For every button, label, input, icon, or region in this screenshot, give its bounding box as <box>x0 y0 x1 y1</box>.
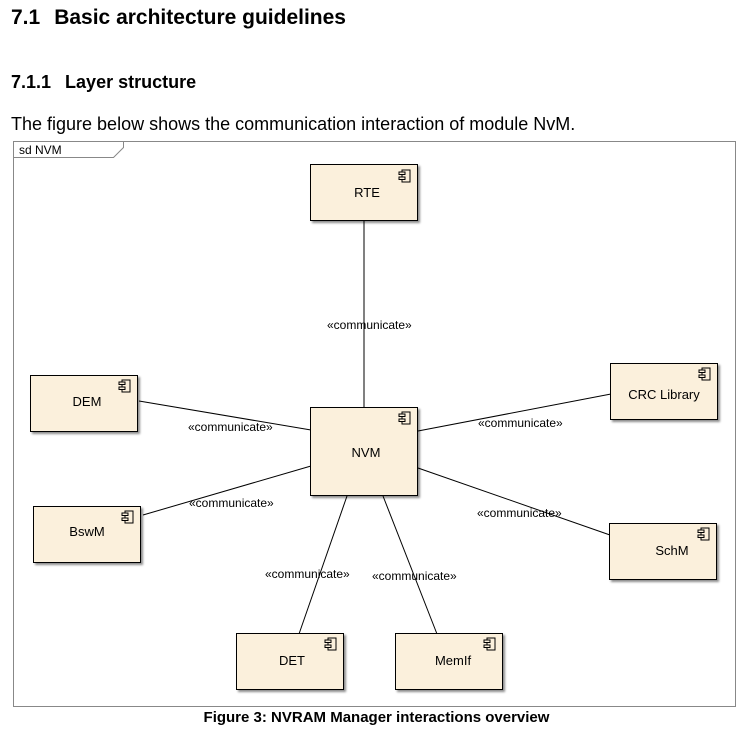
component-nvm: NVM <box>310 407 418 496</box>
component-dem-label: DEM <box>73 394 102 409</box>
component-dem: DEM <box>30 375 138 432</box>
component-schm-label: SchM <box>655 543 688 558</box>
component-memif: MemIf <box>395 633 503 690</box>
connector-label-bswm: «communicate» <box>189 496 274 510</box>
diagram-frame: sd NVM <box>13 141 736 707</box>
component-nvm-label: NVM <box>352 445 381 460</box>
component-det-label: DET <box>279 653 305 668</box>
subsection-number: 7.1.1 <box>11 72 52 92</box>
connector-det-nvm <box>298 495 348 635</box>
component-rte-label: RTE <box>354 185 380 200</box>
connector-label-schm: «communicate» <box>477 506 562 520</box>
connector-label-rte: «communicate» <box>327 318 412 332</box>
connectors <box>138 221 612 635</box>
section-heading: 7.1 Basic architecture guidelines <box>11 6 346 30</box>
connector-dem-nvm <box>138 400 312 431</box>
connector-label-dem: «communicate» <box>188 420 273 434</box>
connector-bswm-nvm <box>142 465 312 516</box>
component-crc-library-label: CRC Library <box>628 387 700 402</box>
subsection-title: Layer structure <box>65 72 197 92</box>
figure-caption: Figure 3: NVRAM Manager interactions ove… <box>203 709 550 726</box>
component-bswm: BswM <box>33 506 141 563</box>
intro-paragraph: The figure below shows the communication… <box>11 114 576 134</box>
component-crc-library: CRC Library <box>610 363 718 420</box>
section-title: Basic architecture guidelines <box>54 6 346 29</box>
connector-label-memif: «communicate» <box>372 569 457 583</box>
component-rte: RTE <box>310 164 418 221</box>
subsection-heading: 7.1.1 Layer structure <box>11 72 196 93</box>
connector-crc-nvm <box>417 393 612 432</box>
connector-label-det: «communicate» <box>265 567 350 581</box>
connector-schm-nvm <box>417 467 611 536</box>
connector-label-crc: «communicate» <box>478 416 563 430</box>
frame-label: sd NVM <box>19 143 62 157</box>
component-memif-label: MemIf <box>435 653 472 668</box>
component-det: DET <box>236 633 344 690</box>
component-bswm-label: BswM <box>69 524 104 539</box>
section-number: 7.1 <box>11 6 41 29</box>
connector-memif-nvm <box>382 495 438 635</box>
component-schm: SchM <box>609 523 717 580</box>
